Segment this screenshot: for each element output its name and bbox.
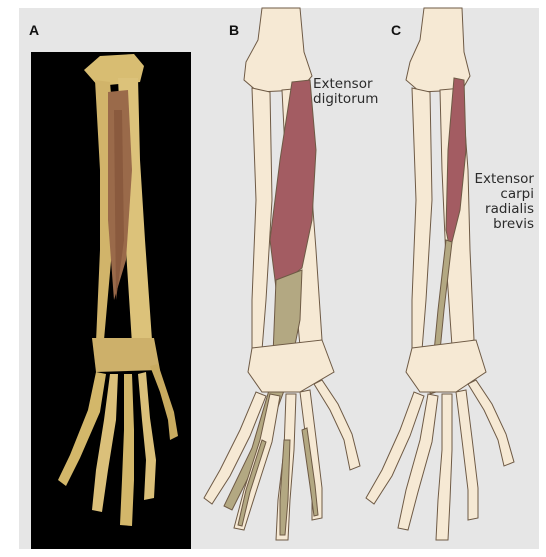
panel-b-label: B xyxy=(229,22,239,38)
photo-wrist xyxy=(92,338,160,372)
annotation-line: Extensor xyxy=(313,77,378,92)
finger-5 xyxy=(314,380,360,470)
annotation-line: digitorum xyxy=(313,92,378,107)
panel-a-label: A xyxy=(29,22,39,38)
ulna xyxy=(252,88,272,352)
annotation-line: carpi xyxy=(462,187,534,202)
extensor-carpi-radialis-brevis-annotation: Extensor carpi radialis brevis xyxy=(462,172,534,232)
finger-5 xyxy=(468,380,514,466)
panel-a-photo xyxy=(31,52,191,549)
finger-4 xyxy=(456,390,478,520)
ulna xyxy=(412,88,432,352)
panel-c-label: C xyxy=(391,22,401,38)
annotation-line: radialis xyxy=(462,202,534,217)
annotation-line: brevis xyxy=(462,217,534,232)
extensor-digitorum-annotation: Extensor digitorum xyxy=(313,77,378,107)
panel-c-illustration xyxy=(366,8,514,540)
finger-3 xyxy=(436,394,452,540)
humerus xyxy=(244,8,312,92)
annotation-line: Extensor xyxy=(462,172,534,187)
